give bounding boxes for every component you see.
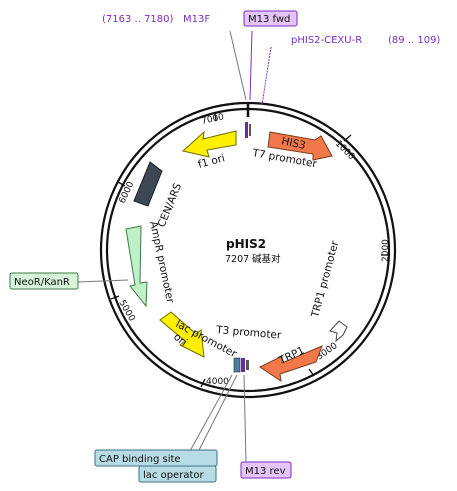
neor-kanr-label: NeoR/KanR (14, 277, 70, 288)
m13-fwd-site (245, 122, 248, 138)
trp1-promoter-feature[interactable] (329, 320, 348, 343)
tick-7000: 7000 (201, 112, 226, 127)
ampr-promoter-label: AmpR promoter (147, 220, 176, 305)
f1-ori-feature[interactable] (181, 130, 237, 158)
his3-feature[interactable] (267, 131, 333, 161)
plasmid-name: pHIS2 (226, 237, 266, 251)
m13-fwd-label: M13 fwd (248, 14, 290, 25)
m13f-range: (7163 .. 7180) (102, 14, 174, 25)
cen-ars-feature[interactable] (133, 161, 163, 207)
plasmid-length-unit: 碱基对 (252, 253, 281, 265)
cap-binding-site-label: CAP binding site (99, 454, 181, 465)
m13f-label: M13F (183, 14, 210, 25)
m13-rev-site (241, 358, 245, 372)
plasmid-length: 7207 (225, 254, 249, 265)
tick-1000: 1000 (333, 139, 356, 162)
ori-feature[interactable] (159, 311, 205, 358)
t7-site (249, 124, 251, 136)
phis2-cexu-r-range: (89 .. 109) (388, 35, 440, 46)
trp1-feature[interactable] (259, 345, 323, 383)
neor-kanr-box[interactable] (9, 272, 79, 290)
his3-label: HIS3 (280, 135, 306, 152)
cap-binding-site (233, 357, 241, 373)
lac-operator-label: lac operator (143, 470, 204, 481)
m13-fwd-box[interactable] (243, 10, 298, 27)
lac-operator-site (246, 360, 249, 370)
tick-2000: 2000 (381, 239, 391, 262)
lac-operator-box[interactable] (138, 465, 217, 483)
neor-kanr-feature[interactable] (125, 225, 148, 308)
m13-rev-label: M13 rev (245, 466, 286, 477)
trp1-promoter-label: TRP1 promoter (309, 239, 341, 320)
phis2-cexu-r-label: pHIS2-CEXU-R (291, 35, 362, 46)
tick-marks (110, 103, 389, 388)
m13-rev-box[interactable] (240, 461, 292, 479)
t3-promoter-label: T3 promoter (215, 324, 283, 342)
tick-4000: 4000 (206, 377, 229, 387)
